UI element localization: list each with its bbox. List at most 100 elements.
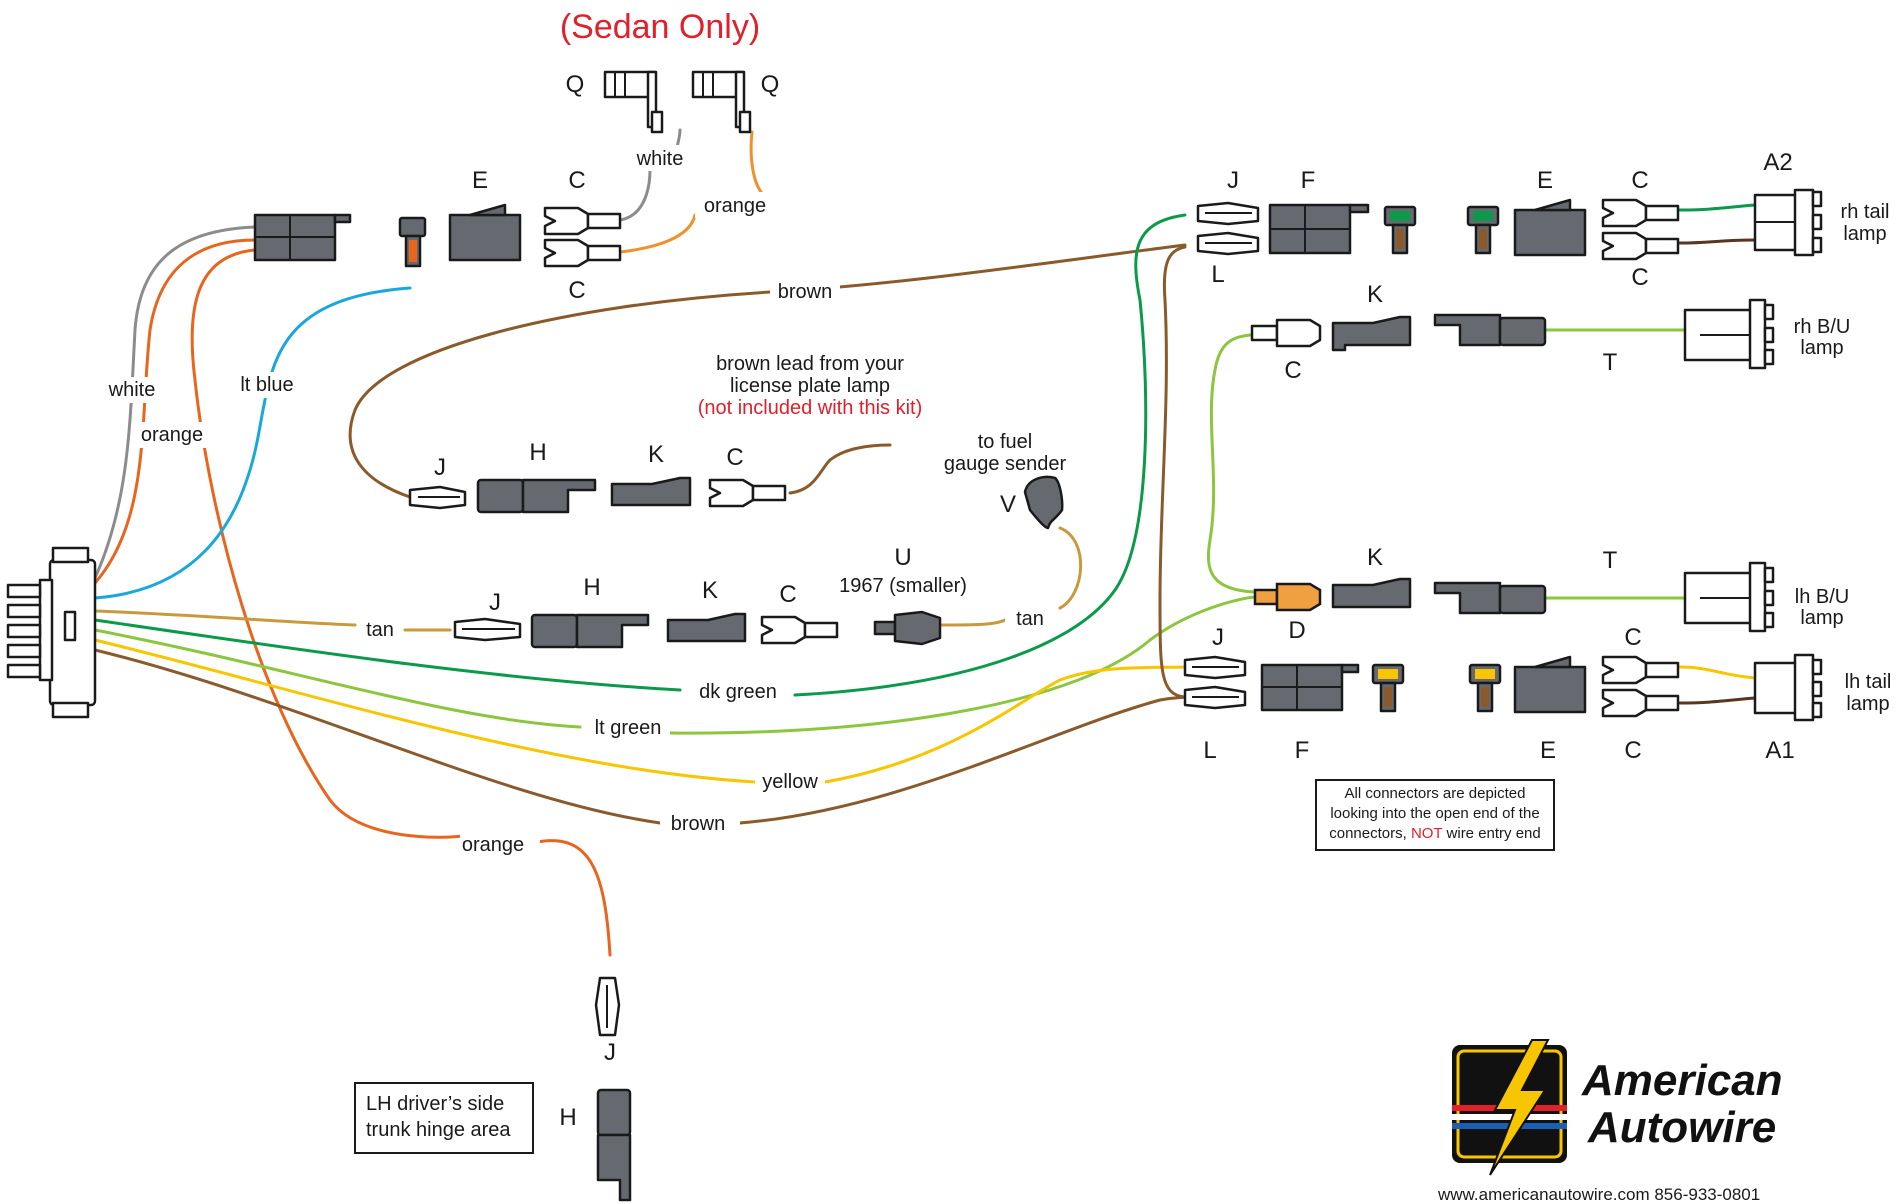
label-c-rt2: C [1631,264,1648,291]
connector-c-rt1 [1601,198,1680,228]
label-c-rb1: C [1624,624,1641,651]
label-c-rb2: C [1624,737,1641,764]
label-yellow: yellow [755,770,825,796]
connector-green-terminal-1 [1383,205,1417,255]
svg-text:All connectors are depicted: All connectors are depicted [1345,785,1526,802]
connector-j-rt [1196,201,1260,226]
label-lt-blue: lt blue [235,372,300,398]
connector-k-low [666,612,747,643]
label-orange-left: orange [135,422,210,448]
annotation-fuel-sender: to fuel gauge sender [944,431,1067,475]
label-tan-1: tan [358,616,403,642]
label-h-low: H [583,574,600,601]
wire-lt-green-2 [668,595,1257,735]
svg-text:brown: brown [671,813,725,835]
wire-brown-bottom-2 [738,695,1187,825]
connector-l-rt [1196,231,1260,256]
wire-dk-green-2 [793,213,1187,697]
label-u: U [894,544,911,571]
wire-lt-green [93,628,582,729]
title-sedan-only: (Sedan Only) [560,8,760,46]
wire-dk-green [93,618,682,692]
svg-text:Autowire: Autowire [1587,1103,1776,1152]
svg-text:to fuel: to fuel [978,431,1032,453]
connector-green-terminal-2 [1466,205,1500,255]
connector-c-top2 [543,238,622,268]
label-h-mid: H [529,439,546,466]
svg-text:lt blue: lt blue [240,374,293,396]
svg-text:gauge sender: gauge sender [944,453,1067,475]
wire-tan-1 [93,609,357,627]
label-h-bottom: H [559,1104,576,1131]
connector-j-mid [408,485,467,510]
label-lt-green: lt green [585,716,670,742]
connector-c-mid [708,478,787,508]
connector-j-rb [1183,655,1247,680]
wire-brown-rt [1678,238,1757,245]
wire-orange-left-1 [93,238,257,585]
svg-text:orange: orange [141,424,203,446]
wire-lt-blue [93,286,412,600]
label-brown-bottom: brown [660,810,740,836]
connector-c-rt2 [1601,231,1680,261]
label-c-low: C [779,581,796,608]
connector-l-rb [1183,685,1247,710]
label-brown-top: brown [770,280,840,306]
label-white-top: white [630,145,690,171]
annotation-rh-tail: rh tail lamp [1841,201,1890,245]
label-k-rb: K [1367,544,1383,571]
connector-q-right [691,70,752,134]
label-j-rb: J [1212,624,1224,651]
connector-d [1253,582,1322,612]
wire-brown-lead [788,443,892,495]
label-j-low: J [489,589,501,616]
label-q-right: Q [761,71,780,98]
connector-h-mid [476,478,597,514]
svg-text:tan: tan [366,619,394,641]
svg-text:tan: tan [1016,608,1044,630]
label-l-rt: L [1211,261,1224,288]
connector-j-low [453,617,522,642]
connector-a2 [1753,188,1823,257]
connector-yellow-terminal-1 [1371,663,1405,713]
wire-yellow-rb [1678,665,1757,680]
label-orange-top: orange [695,192,775,218]
connector-h-low [530,613,650,649]
american-autowire-logo: American Autowire [1452,1039,1783,1176]
logo-url: www.americanautowire.com 856-933-0801 [1437,1185,1760,1204]
wire-tan-2 [938,618,1007,627]
connector-u [873,610,942,646]
wire-orange-top [618,213,697,254]
connector-h-bottom [596,1088,632,1202]
svg-text:white: white [636,148,684,170]
svg-text:connectors, NOT wire entry end: connectors, NOT wire entry end [1329,825,1541,842]
connector-orange-terminal [398,216,427,268]
label-a1: A1 [1765,737,1794,764]
wire-orange-bottom [530,839,612,957]
annotation-lh-tail: lh tail lamp [1845,671,1892,715]
label-j-rt: J [1227,167,1239,194]
svg-text:looking into the open end of t: looking into the open end of the [1330,805,1539,822]
label-t-rb: T [1603,547,1618,574]
label-k-rt: K [1367,281,1383,308]
label-dk-green: dk green [685,678,790,704]
wire-brown-top [348,243,1187,499]
svg-text:brown: brown [778,281,832,303]
connector-c-rb2 [1601,688,1680,718]
annotation-brown-lead: brown lead from your license plate lamp … [698,353,923,419]
annotation-rh-bu: rh B/U lamp [1794,316,1851,359]
label-c-top2: C [568,277,585,304]
label-k-mid: K [648,441,664,468]
connector-t-rb [1433,581,1547,615]
label-j-bottom: J [604,1039,616,1066]
label-c-top1: C [568,167,585,194]
label-f-rb: F [1295,737,1310,764]
svg-text:American: American [1581,1056,1783,1105]
trunk-hinge-box: LH driver’s side trunk hinge area [354,1082,534,1154]
svg-text:rh B/U: rh B/U [1794,316,1851,338]
label-e-rt: E [1537,167,1553,194]
svg-text:lh tail: lh tail [1845,671,1892,693]
lightning-bolt-icon [1489,1039,1550,1176]
connector-yellow-terminal-2 [1468,663,1502,713]
connector-e-rt [1513,198,1587,257]
